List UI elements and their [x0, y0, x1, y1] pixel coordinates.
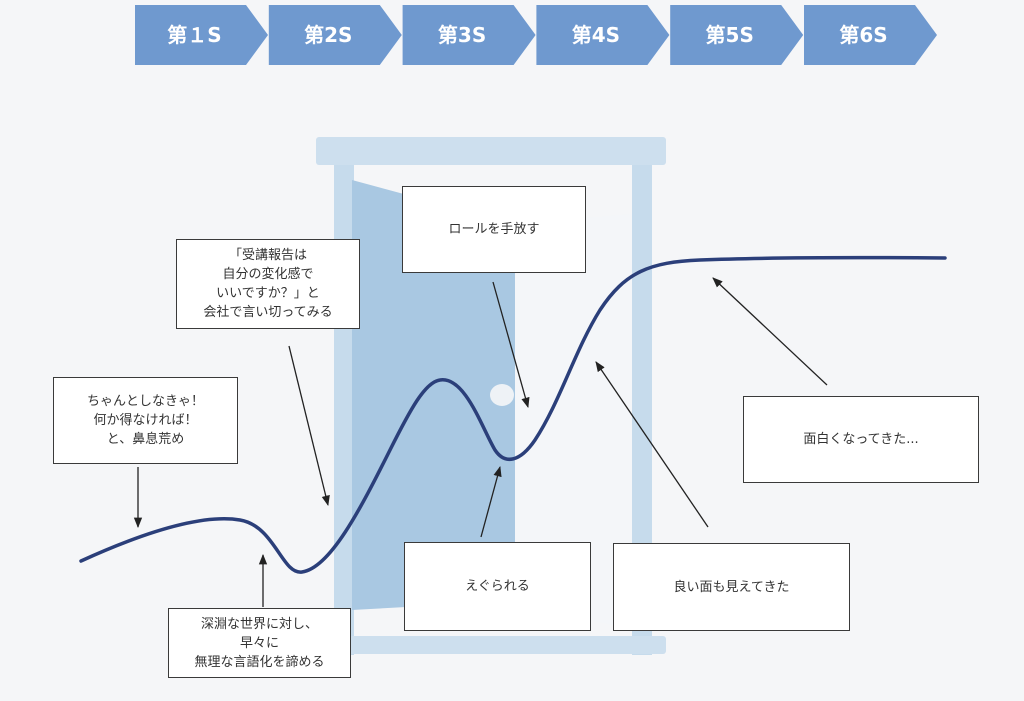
- arrow-interesting: [712, 277, 828, 386]
- callout-getting-interesting: 面白くなってきた...: [743, 396, 979, 483]
- arrow-role: [492, 281, 530, 409]
- arrow-report: [288, 345, 330, 507]
- stage-chevron: 第2S: [268, 5, 402, 65]
- stage-chevron: 第3S: [402, 5, 536, 65]
- callout-abyss-world: 深淵な世界に対し、 早々に 無理な言語化を諦める: [168, 608, 351, 678]
- arrow-good-side: [595, 361, 709, 528]
- door-panel: [352, 180, 515, 610]
- stage-label: 第4S: [572, 23, 620, 47]
- arrow-gouged: [480, 465, 502, 538]
- callout-arrows: [133, 277, 828, 607]
- stage-label: 第１S: [167, 23, 221, 47]
- stage-label: 第3S: [438, 23, 486, 47]
- callout-text: ロールを手放す: [448, 222, 540, 237]
- stage-chevron-shape: [402, 5, 536, 65]
- door-top-frame: [316, 137, 666, 165]
- stage-progression: 第１S 第2S 第3S 第4S 第5S 第6S: [135, 5, 937, 65]
- callout-text: えぐられる: [465, 579, 530, 594]
- stage-chevron: 第１S: [135, 5, 268, 65]
- door-knob: [490, 384, 514, 406]
- stage-label: 第6S: [839, 23, 887, 47]
- stage-chevron-shape: [268, 5, 402, 65]
- callout-report-question: 「受講報告は 自分の変化感で いいですか？」と 会社で言い切ってみる: [176, 239, 360, 329]
- stage-chevron-shape: [670, 5, 804, 65]
- stage-chevron-shape: [804, 5, 937, 65]
- callout-good-side: 良い面も見えてきた: [613, 543, 850, 631]
- growth-curve: [79, 255, 947, 574]
- callout-text: 深淵な世界に対し、 早々に 無理な言語化を諦める: [194, 616, 325, 670]
- stage-chevron-shape: [536, 5, 670, 65]
- callout-text: ちゃんとしなきゃ！ 何か得なければ！ と、鼻息荒め: [86, 394, 204, 447]
- callout-role-release: ロールを手放す: [402, 186, 586, 273]
- door-right-post: [632, 165, 652, 655]
- door-bottom-frame: [316, 636, 666, 654]
- stage-chevron: 第4S: [536, 5, 670, 65]
- door-opening: [515, 214, 632, 630]
- callout-must-do-properly: ちゃんとしなきゃ！ 何か得なければ！ と、鼻息荒め: [53, 377, 238, 464]
- stage-label: 第5S: [706, 23, 754, 47]
- callout-gouged: えぐられる: [404, 542, 591, 631]
- stage-chevron-shape: [135, 5, 268, 65]
- stage-chevron: 第6S: [804, 5, 937, 65]
- callout-text: 良い面も見えてきた: [673, 579, 790, 595]
- callout-text: 「受講報告は 自分の変化感で いいですか？」と 会社で言い切ってみる: [203, 248, 333, 320]
- stage-label: 第2S: [304, 23, 352, 47]
- stage-chevron: 第5S: [670, 5, 804, 65]
- callout-text: 面白くなってきた...: [803, 432, 919, 447]
